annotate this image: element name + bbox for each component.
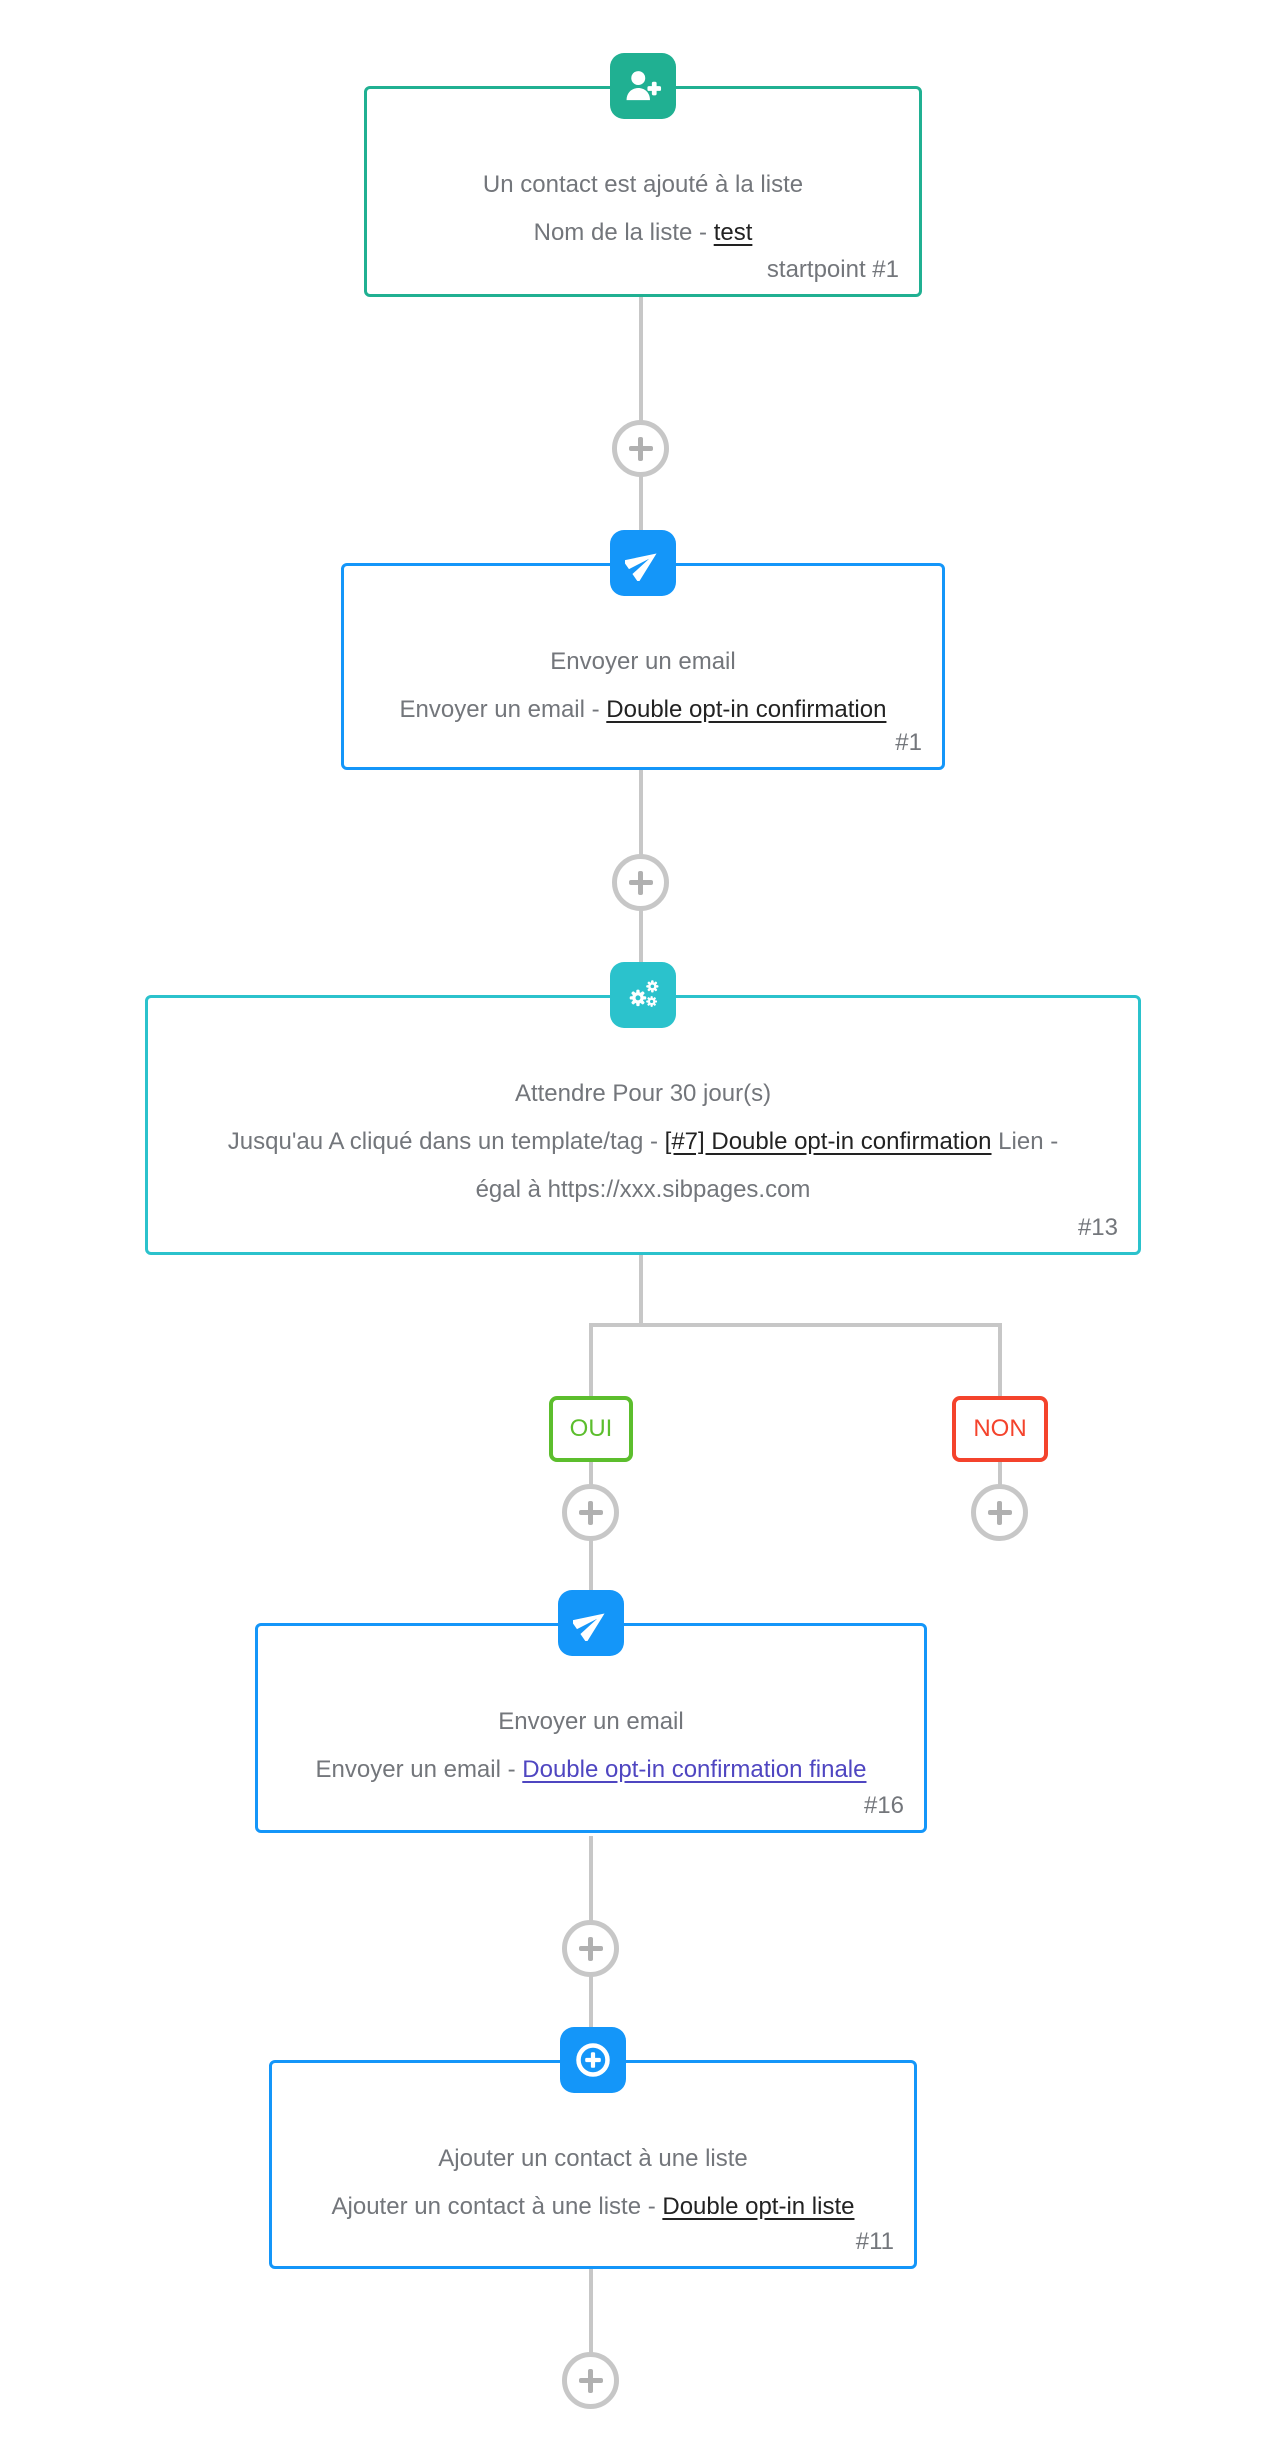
list-link[interactable]: Double opt-in liste: [662, 2193, 855, 2220]
node-description: Envoyer un email - Double opt-in confirm…: [315, 1756, 867, 1783]
connector-line: [589, 1323, 1002, 1327]
add-step-button[interactable]: [612, 854, 669, 911]
connector-line: [998, 1323, 1002, 1398]
node-text: Un contact est ajouté à la liste Nom de …: [367, 89, 919, 257]
node-title: Envoyer un email: [498, 1708, 684, 1735]
node-text: Attendre Pour 30 jour(s) Jusqu'au A cliq…: [148, 998, 1138, 1214]
node-wait-condition[interactable]: Attendre Pour 30 jour(s) Jusqu'au A cliq…: [145, 995, 1141, 1255]
node-description-line2: égal à https://xxx.sibpages.com: [475, 1176, 811, 1203]
node-text: Envoyer un email Envoyer un email - Doub…: [344, 566, 942, 734]
node-send-email-final[interactable]: Envoyer un email Envoyer un email - Doub…: [255, 1623, 927, 1833]
node-title: Envoyer un email: [550, 648, 736, 675]
send-icon: [610, 530, 676, 596]
plus-icon: [578, 1500, 638, 1560]
send-icon: [558, 1590, 624, 1656]
node-description: Envoyer un email - Double opt-in confirm…: [399, 696, 887, 723]
add-step-button[interactable]: [562, 1484, 619, 1541]
add-step-button[interactable]: [562, 2352, 619, 2409]
cogs-icon: [610, 962, 676, 1028]
plus-icon: [987, 1500, 1047, 1560]
connector-line: [589, 1462, 593, 1623]
node-text: Envoyer un email Envoyer un email - Doub…: [258, 1626, 924, 1794]
template-tag-link[interactable]: [#7] Double opt-in confirmation: [664, 1128, 992, 1155]
node-title: Un contact est ajouté à la liste: [482, 171, 804, 198]
node-description: Nom de la liste - test: [533, 219, 753, 246]
node-id-label: startpoint #1: [766, 256, 899, 283]
add-step-button[interactable]: [562, 1920, 619, 1977]
node-id-label: #1: [895, 729, 922, 756]
connector-line: [589, 1323, 593, 1398]
node-id-label: #13: [1077, 1214, 1118, 1241]
email-template-link[interactable]: Double opt-in confirmation finale: [522, 1756, 867, 1783]
branch-yes-label: OUI: [569, 1415, 613, 1442]
add-step-button[interactable]: [612, 420, 669, 477]
node-title: Ajouter un contact à une liste: [438, 2145, 748, 2172]
list-link[interactable]: test: [713, 219, 753, 246]
plus-circle-icon: [560, 2027, 626, 2093]
connector-line: [589, 2269, 593, 2381]
branch-no-badge: NON: [952, 1396, 1048, 1462]
plus-icon: [628, 436, 688, 496]
node-description: Jusqu'au A cliqué dans un template/tag -…: [227, 1128, 1059, 1155]
add-step-button[interactable]: [971, 1484, 1028, 1541]
plus-icon: [578, 2368, 638, 2428]
user-plus-icon: [610, 53, 676, 119]
node-text: Ajouter un contact à une liste Ajouter u…: [272, 2063, 914, 2231]
branch-yes-badge: OUI: [549, 1396, 633, 1462]
node-title: Attendre Pour 30 jour(s): [514, 1080, 772, 1107]
connector-line: [639, 1255, 643, 1325]
node-description: Ajouter un contact à une liste - Double …: [331, 2193, 855, 2220]
plus-icon: [578, 1936, 638, 1996]
branch-no-label: NON: [973, 1415, 1027, 1442]
node-id-label: #11: [855, 2228, 894, 2255]
email-template-link[interactable]: Double opt-in confirmation: [606, 696, 887, 723]
node-id-label: #16: [863, 1792, 904, 1819]
plus-icon: [628, 870, 688, 930]
node-send-email[interactable]: Envoyer un email Envoyer un email - Doub…: [341, 563, 945, 770]
